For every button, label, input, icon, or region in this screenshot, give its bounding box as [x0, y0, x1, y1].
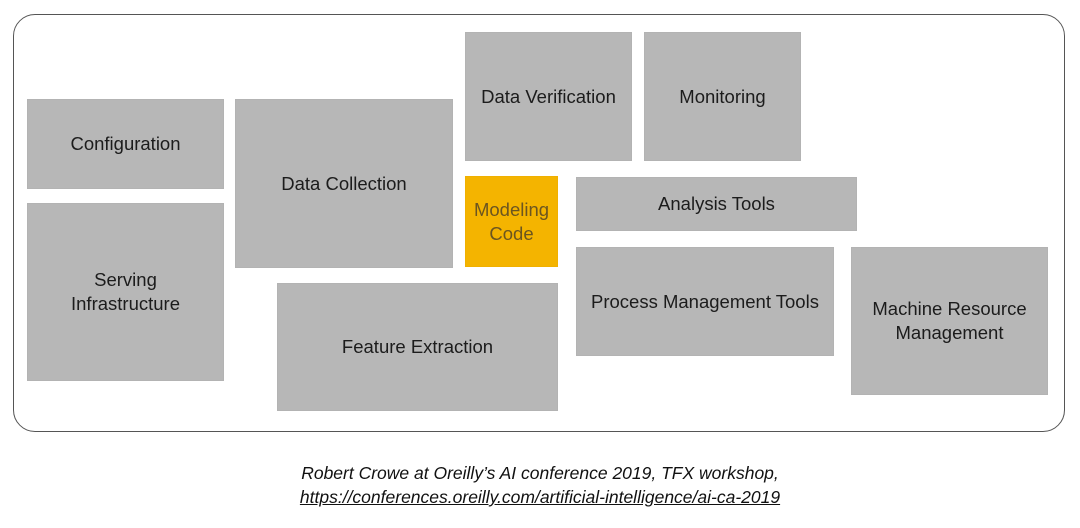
feature-extraction-box: Feature Extraction [278, 284, 557, 410]
serving-infrastructure-label: Serving Infrastructure [71, 269, 180, 314]
machine-resource-management-label: Machine Resource Management [872, 298, 1027, 343]
configuration-label: Configuration [70, 133, 181, 154]
process-management-tools-label: Process Management Tools [591, 291, 819, 312]
data-collection-label: Data Collection [281, 172, 407, 194]
process-management-tools-box: Process Management Tools [577, 248, 833, 355]
analysis-tools-label: Analysis Tools [658, 193, 775, 214]
caption: Robert Crowe at Oreilly’s AI conference … [0, 461, 1080, 509]
data-verification-box: Data Verification [466, 33, 631, 160]
configuration-box: Configuration [28, 100, 223, 188]
feature-extraction-label: Feature Extraction [341, 336, 494, 357]
monitoring-box: Monitoring [645, 33, 800, 160]
analysis-tools-box: Analysis Tools [577, 178, 856, 230]
serving-infrastructure-box: Serving Infrastructure [28, 204, 223, 380]
caption-text: Robert Crowe at Oreilly’s AI conference … [301, 463, 779, 483]
modeling-code-box: Modeling Code [466, 177, 557, 266]
modeling-code-label: Modeling Code [473, 198, 550, 244]
monitoring-label: Monitoring [679, 85, 766, 107]
caption-link[interactable]: https://conferences.oreilly.com/artifici… [299, 487, 781, 507]
machine-resource-management-box: Machine Resource Management [852, 248, 1047, 394]
data-collection-box: Data Collection [236, 100, 452, 267]
data-verification-label: Data Verification [481, 85, 616, 107]
